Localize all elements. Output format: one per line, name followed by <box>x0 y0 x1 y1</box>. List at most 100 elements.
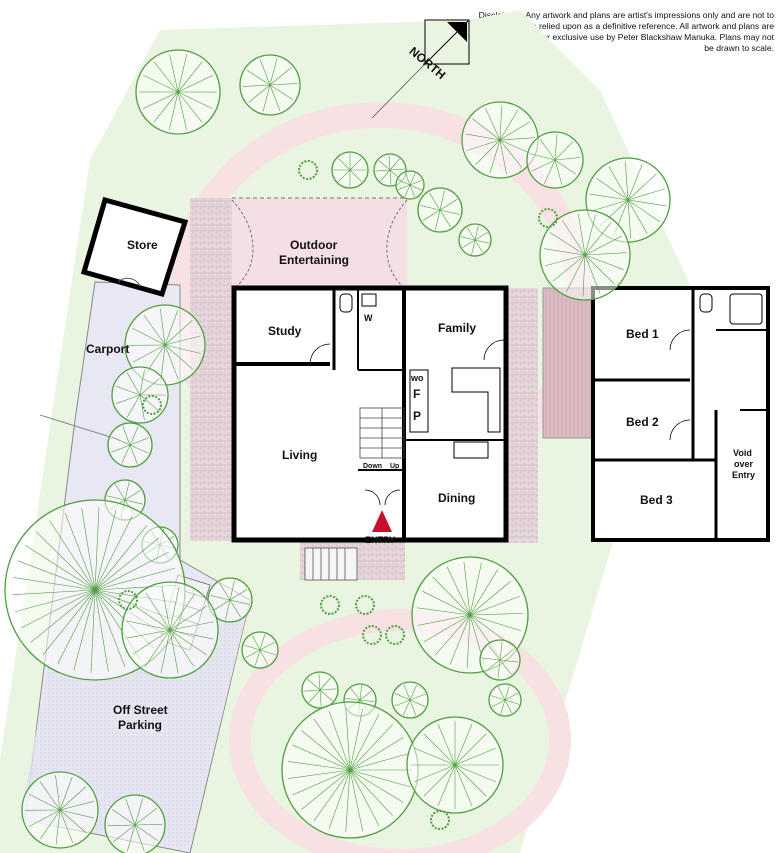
tree-branch <box>259 59 271 86</box>
tree-branch <box>12 589 96 595</box>
tree-branch <box>349 737 404 771</box>
tree-branch <box>397 184 411 190</box>
tree-branch <box>475 139 501 166</box>
tree-branch <box>59 809 73 843</box>
tree-branch <box>554 157 581 161</box>
tree-branch <box>159 308 166 346</box>
tree-branch <box>139 378 160 396</box>
tree-branch <box>111 444 131 453</box>
kitchen-island <box>451 367 501 433</box>
tree-branch <box>414 764 456 783</box>
tree-branch <box>40 809 61 840</box>
tree-branch <box>554 159 577 175</box>
shrub <box>385 625 405 645</box>
tree-branch <box>403 684 411 701</box>
tree-branch <box>169 621 214 631</box>
tree-branch <box>409 693 426 701</box>
tree-branch <box>115 484 126 501</box>
tree-branch <box>439 199 458 211</box>
tree-branch <box>423 764 456 797</box>
west-path <box>190 198 235 541</box>
carport-label: Carport <box>86 342 129 356</box>
tree-branch <box>584 254 615 285</box>
tree-branch <box>252 635 261 651</box>
tree-branch <box>107 495 126 501</box>
tree-branch <box>30 589 96 643</box>
tree-branch <box>269 67 292 86</box>
east-wing-floor <box>593 288 768 540</box>
tree-branch <box>394 699 411 707</box>
tree-branch <box>59 801 94 811</box>
disclaimer-text: Disclaimer : Any artwork and plans are a… <box>478 10 774 53</box>
tree-branch <box>169 629 179 674</box>
tree-branch <box>624 161 629 201</box>
tree-branch <box>345 698 361 701</box>
tree-branch <box>349 714 380 771</box>
tree-branch <box>481 657 501 661</box>
tree-branch <box>474 239 490 244</box>
tree-branch <box>132 629 171 655</box>
shrub <box>320 595 340 615</box>
tree-branch <box>608 166 629 201</box>
tree-branch <box>499 121 530 141</box>
tree-branch <box>434 614 471 656</box>
shrub <box>362 625 382 645</box>
tree-branch <box>439 209 451 228</box>
tree-branch <box>499 659 512 675</box>
tree-branch <box>35 531 96 591</box>
tree-branch <box>349 769 404 803</box>
tree-branch <box>126 394 141 418</box>
tree-branch <box>161 586 171 631</box>
tree-branch <box>485 659 501 672</box>
tree-branch <box>28 793 61 811</box>
shrub <box>298 160 318 180</box>
tree-branch <box>248 84 271 103</box>
east-wing-walls <box>591 286 770 542</box>
tree-branch <box>164 344 201 354</box>
tree-branch <box>589 193 629 201</box>
tree-branch <box>359 685 362 701</box>
tree-branch <box>319 689 333 702</box>
tree-branch <box>584 254 624 270</box>
tree-branch <box>169 54 179 93</box>
tree-branch <box>422 209 441 221</box>
tree-branch <box>454 764 487 797</box>
tree-branch <box>132 327 166 346</box>
tree-branch <box>59 786 87 811</box>
tree-branch <box>94 589 109 672</box>
tree-branch <box>55 775 61 811</box>
tree-branch <box>414 747 456 766</box>
tree-branch <box>259 634 266 651</box>
tree-branch <box>259 649 276 656</box>
bed3-label: Bed 3 <box>640 493 673 507</box>
tree-branch <box>287 769 351 779</box>
east-deck <box>542 287 594 439</box>
tree-branch <box>462 239 476 249</box>
tree-branch <box>474 239 484 253</box>
tree-branch <box>359 699 375 702</box>
tree-branch <box>169 629 207 656</box>
tree-branch <box>349 158 362 171</box>
shrub <box>538 208 558 228</box>
tree-branch <box>126 620 171 631</box>
tree-branch <box>143 314 166 346</box>
tree-branch <box>403 699 411 716</box>
tree-branch <box>590 199 629 212</box>
tree-branch <box>134 823 163 826</box>
tree-branch <box>627 199 648 234</box>
tree-branch <box>463 561 471 616</box>
tree-branch <box>73 589 96 671</box>
tree-branch <box>124 499 143 505</box>
tree-branch <box>584 252 627 256</box>
tree-branch <box>466 139 501 151</box>
tree-branch <box>554 134 558 161</box>
tree-branch <box>394 693 411 701</box>
tree-branch <box>319 688 337 691</box>
tree-branch <box>488 645 501 661</box>
wc-label: W <box>364 313 373 323</box>
tree-branch <box>378 160 391 171</box>
stove <box>453 441 489 459</box>
tree-branch <box>349 169 362 182</box>
tree-branch <box>126 629 171 639</box>
family-label: Family <box>438 321 476 335</box>
